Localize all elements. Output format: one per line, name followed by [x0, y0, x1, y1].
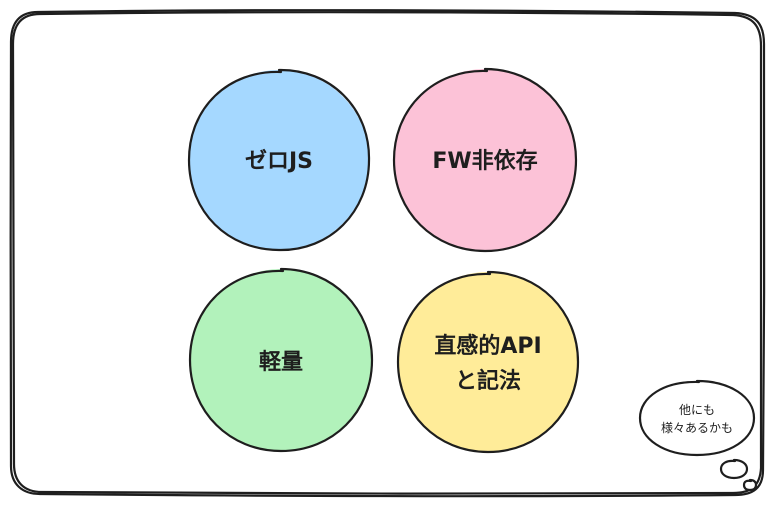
circle-shape — [398, 272, 578, 452]
feature-label-intuitive-api-line1: 直感的API — [434, 333, 541, 359]
thought-bubble: 他にも 様々あるかも — [638, 379, 758, 492]
circle-shape — [189, 70, 369, 250]
feature-circle-fw-independent: FW非依存 — [392, 67, 578, 253]
feature-label-fw-independent: FW非依存 — [432, 148, 537, 174]
thought-bubble-dot-large — [721, 460, 747, 478]
feature-circle-intuitive-api: 直感的API と記法 — [396, 270, 580, 454]
circle-shape — [394, 69, 576, 251]
feature-label-zero-js: ゼロJS — [245, 149, 313, 174]
feature-label-intuitive-api-line2: と記法 — [455, 368, 521, 394]
outer-frame — [9, 9, 766, 498]
thought-bubble-text-line2: 様々あるかも — [661, 421, 733, 435]
circle-shape — [190, 269, 372, 451]
feature-label-lightweight: 軽量 — [259, 349, 303, 375]
feature-circle-lightweight: 軽量 — [188, 267, 374, 453]
thought-bubble-cloud — [640, 381, 754, 455]
feature-circle-zero-js: ゼロJS — [187, 68, 371, 252]
thought-bubble-text-line1: 他にも — [679, 403, 715, 417]
thought-bubble-dot-small — [744, 480, 756, 490]
